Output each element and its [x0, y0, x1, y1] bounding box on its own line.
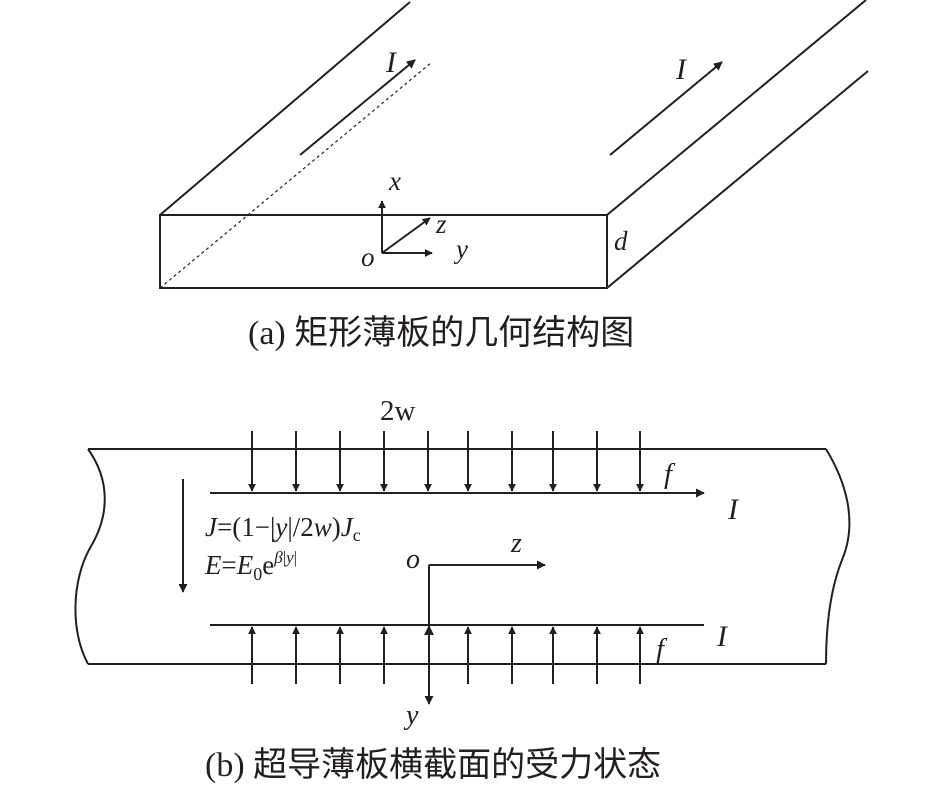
equation-E: E=E0eβ|y|: [204, 548, 297, 584]
width-label: 2w: [380, 395, 416, 427]
eq-E-exp-base: e: [262, 550, 274, 580]
eq-J-w: w: [314, 512, 332, 542]
center-force-arrowhead: [424, 625, 434, 635]
top-force-arrows: [248, 431, 644, 492]
eq-E-abs-close: |: [294, 548, 297, 567]
plate-side-bottom-edge: [606, 70, 869, 289]
origin-label: o: [361, 242, 375, 272]
eq-J-y: y: [272, 512, 287, 542]
axis-y-label: y: [453, 234, 468, 264]
axis-z-arrow: [381, 217, 431, 254]
eq-E-abs-open: |: [283, 548, 286, 567]
width-label-number: 2w: [380, 395, 416, 427]
thickness-label: d: [614, 226, 628, 256]
eq-J-Jc: J: [341, 512, 355, 542]
eq-E-sub: 0: [253, 564, 262, 584]
eq-E-equals: =: [222, 550, 237, 580]
equation-J: J=(1−|y|/2w)Jc: [205, 512, 361, 545]
axis-y-label-b: y: [403, 700, 419, 731]
figure-b-labels: 2w f I f I z o y J=(1−|y|/2w)Jc E=E0eβ|y…: [204, 395, 740, 784]
eq-J-sub: c: [353, 525, 361, 545]
bottom-force-arrows: [248, 626, 644, 684]
current-label-bottom: I: [716, 620, 729, 653]
plate-left-break: [74, 448, 106, 665]
eq-E-y: y: [284, 548, 294, 567]
figure-b: [74, 431, 851, 705]
origin-label-b: o: [406, 544, 420, 575]
caption-b: (b) 超导薄板横截面的受力状态: [205, 746, 661, 784]
eq-E-symbol: E: [204, 550, 222, 580]
current-arrow-left: [299, 59, 416, 156]
plate-right-break: [825, 448, 851, 665]
current-label-right: I: [675, 53, 688, 86]
axis-z-label: z: [435, 209, 447, 239]
plate-hidden-edge: [159, 61, 433, 289]
eq-J-abs-close: |: [287, 512, 292, 542]
caption-a: (a) 矩形薄板的几何结构图: [248, 314, 634, 352]
current-arrow-right: [609, 61, 723, 156]
plate-top-right-edge: [606, 0, 867, 216]
eq-J-close: ): [332, 512, 341, 542]
figure-a-labels: I I x z y o d (a) 矩形薄板的几何结构图: [248, 46, 688, 352]
eq-J-abs-open: |: [270, 512, 275, 542]
eq-E-beta: β: [273, 548, 283, 567]
eq-J-part1: =(1−: [217, 512, 270, 542]
plate-front-face: [159, 214, 608, 289]
figure-a: [159, 0, 869, 289]
force-label-top: f: [664, 458, 676, 490]
plate-top-left-edge: [159, 1, 411, 216]
force-label-bottom: f: [656, 633, 668, 665]
axis-x-label: x: [388, 166, 401, 196]
eq-J-part2: /2: [293, 512, 314, 542]
eq-J-symbol: J: [205, 512, 219, 542]
current-label-left: I: [385, 46, 398, 79]
axis-z-label-b: z: [510, 528, 522, 559]
current-label-top: I: [727, 493, 740, 526]
eq-E-E0: E: [236, 550, 254, 580]
